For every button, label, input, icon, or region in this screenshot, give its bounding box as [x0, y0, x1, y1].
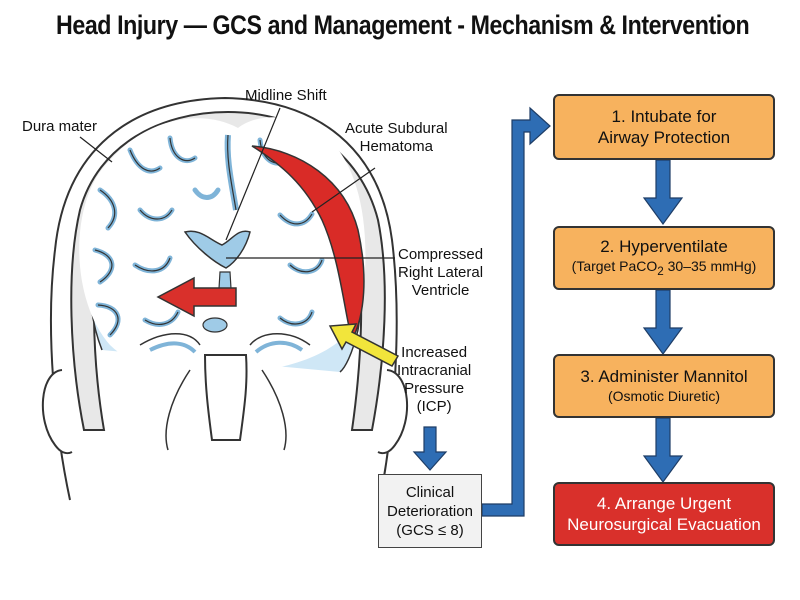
lateral-ventricles: [183, 230, 251, 269]
label-hematoma-line1: Acute Subdural: [345, 120, 448, 137]
brain: [79, 117, 366, 372]
label-increased-icp: Increased Intracranial Pressure (ICP): [397, 344, 471, 416]
step-2-detail-post: 30–35 mmHg): [663, 257, 757, 274]
label-icp-line3: Pressure: [404, 380, 465, 397]
step-1-title: 1. Intubate for: [611, 107, 717, 126]
step-4-title: 4. Arrange Urgent: [596, 494, 732, 513]
arrow-clinical-to-step1: [481, 106, 551, 517]
step-neurosurgical-evacuation: 4. Arrange Urgent Neurosurgical Evacuati…: [553, 482, 775, 546]
label-midline-shift: Midline Shift: [245, 87, 327, 104]
label-ventricle-line2: Right Lateral: [398, 264, 484, 281]
label-icp-line4: (ICP): [416, 398, 452, 415]
step-hyperventilate: 2. Hyperventilate (Target PaCO2 30–35 mm…: [553, 226, 775, 290]
label-ventricle-line3: Ventricle: [411, 282, 470, 299]
clinical-deterioration-box: Clinical Deterioration (GCS ≤ 8): [378, 474, 482, 548]
step-3-title: 3. Administer Mannitol: [580, 367, 748, 386]
label-compressed-ventricle: Compressed Right Lateral Ventricle: [398, 246, 483, 300]
clinical-line2: Deterioration: [387, 502, 473, 520]
arrow-icp-to-clinical: [412, 426, 448, 471]
label-icp-line1: Increased: [401, 344, 468, 361]
icp-arrow: [328, 323, 400, 367]
step-2-detail-pre: (Target PaCO: [571, 257, 658, 274]
arrow-step3-to-step4: [642, 417, 684, 484]
step-3-detail: (Osmotic Diuretic): [607, 388, 720, 404]
midline-shift-arrow: [156, 276, 237, 318]
step-2-detail-sub: 2: [657, 264, 664, 278]
label-dura-mater: Dura mater: [22, 118, 98, 135]
arrow-step1-to-step2: [642, 159, 684, 226]
step-2-detail: (Target PaCO2 30–35 mmHg): [572, 257, 757, 281]
brainstem: [203, 354, 248, 441]
step-1-detail: Airway Protection: [597, 128, 731, 147]
step-2-title: 2. Hyperventilate: [600, 236, 728, 256]
right-ear: [377, 369, 409, 455]
label-acute-subdural-hematoma: Acute Subdural Hematoma: [345, 120, 448, 156]
step-intubate: 1. Intubate for Airway Protection: [553, 94, 775, 160]
clinical-line3: (GCS ≤ 8): [396, 521, 464, 539]
label-icp-line2: Intracranial: [397, 362, 472, 379]
arrow-step2-to-step3: [642, 289, 684, 356]
label-hematoma-line2: Hematoma: [359, 138, 433, 155]
label-ventricle-line1: Compressed: [398, 246, 484, 263]
step-4-detail: Neurosurgical Evacuation: [567, 515, 761, 534]
clinical-line1: Clinical: [405, 483, 455, 501]
page-title: Head Injury — GCS and Management - Mecha…: [56, 10, 750, 40]
leader-lines: [79, 107, 395, 259]
left-ear: [41, 369, 73, 455]
step-mannitol: 3. Administer Mannitol (Osmotic Diuretic…: [553, 354, 775, 418]
